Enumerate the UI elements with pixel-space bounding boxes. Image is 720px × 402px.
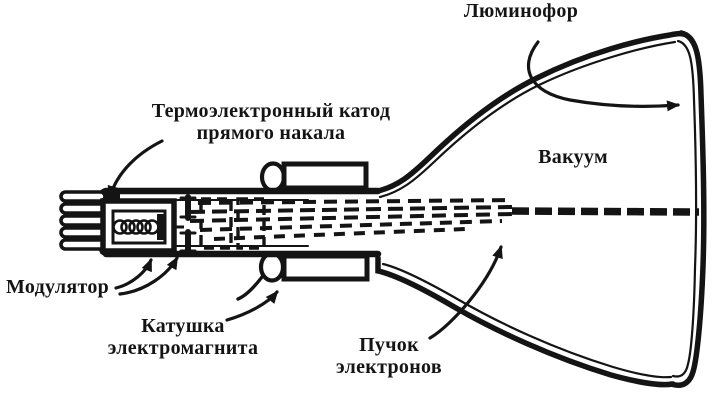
funnel-bottom-wall: [375, 255, 676, 388]
pin: [59, 214, 107, 227]
label-modulator: Модулятор: [6, 276, 110, 298]
label-beam: Пучок электронов: [324, 334, 454, 378]
funnel-top-inner-line: [378, 40, 677, 199]
bottom-coil-body: [281, 253, 370, 282]
tube-envelope: [102, 30, 707, 388]
modulator-arrow-left: [114, 258, 153, 290]
callout-arrows: [107, 40, 680, 340]
electron-gun: [59, 188, 266, 256]
label-phosphor: Люминофор: [463, 0, 579, 22]
label-cathode-line1: Термоэлектронный катод: [151, 100, 391, 122]
label-cathode-line2: прямого накала: [196, 122, 346, 144]
label-coil-line1: Катушка: [141, 315, 225, 337]
beam-ray: [213, 227, 467, 241]
pin: [59, 226, 107, 239]
pin: [59, 190, 107, 203]
beam-ray: [189, 205, 513, 214]
top-coil-body: [281, 161, 369, 191]
deflection-coils: [236, 161, 370, 301]
label-beam-line2: электронов: [336, 356, 442, 378]
socket-pins: [59, 190, 107, 251]
modulator-electrode: [179, 194, 197, 255]
label-vacuum: Вакуум: [538, 146, 608, 168]
screen-face-outer: [668, 30, 707, 388]
beam-main-ray: [511, 207, 700, 216]
pin: [59, 202, 107, 215]
funnel-bottom-inner-line: [381, 262, 673, 379]
coil-arrow: [225, 290, 279, 322]
beam-ray: [197, 198, 513, 205]
cathode-plate: [157, 214, 166, 240]
label-coil: Катушка электромагнита: [98, 315, 268, 359]
label-cathode: Термоэлектронный катод прямого накала: [131, 100, 411, 144]
beam-ray: [199, 219, 503, 232]
beam-ray: [189, 212, 513, 223]
bottom-coil-lead-wire: [236, 275, 264, 301]
phosphor-arrow: [527, 40, 680, 112]
bottom-coil-loop: [258, 251, 286, 283]
top-coil-loop: [259, 161, 287, 193]
screen-face-inner: [671, 39, 698, 378]
modulator-arrow-right: [118, 256, 179, 296]
pin: [59, 238, 107, 251]
label-beam-line1: Пучок: [359, 334, 419, 356]
beam-arrow: [428, 245, 503, 340]
cathode-arrow: [107, 139, 164, 199]
anode-cylinders: [199, 197, 266, 250]
label-coil-line2: электромагнита: [107, 337, 259, 359]
electron-beam: [189, 198, 700, 241]
funnel-top-wall: [375, 30, 686, 194]
